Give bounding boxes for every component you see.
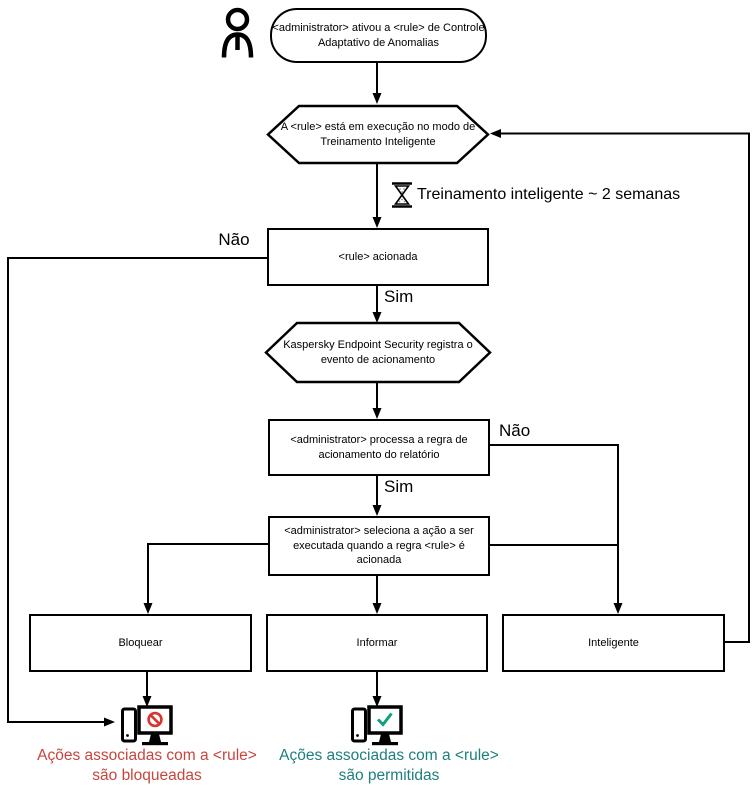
computer-blocked-icon	[121, 705, 173, 746]
arrowhead	[372, 696, 382, 707]
tower-power-dot	[356, 734, 359, 737]
arrowhead	[143, 603, 153, 614]
node-action-block: Bloquear	[29, 614, 252, 672]
arrowhead	[372, 217, 382, 228]
arrowhead	[613, 603, 623, 614]
result-allowed-line2: são permitidas	[338, 767, 440, 784]
selects-action-line1: <administrator> seleciona a ação a ser	[284, 525, 474, 538]
arrowhead	[104, 717, 115, 727]
result-blocked-line2: são bloqueadas	[92, 767, 202, 784]
hexagon-training-mode	[266, 104, 490, 165]
computer-allowed-icon	[351, 705, 403, 746]
prohibition-icon	[147, 711, 163, 728]
arrowhead	[372, 603, 382, 614]
node-start-line1: <administrator> ativou a <rule> de Contr…	[272, 21, 485, 34]
node-action-smart: Inteligente	[502, 614, 725, 672]
action-smart-label: Inteligente	[588, 636, 639, 649]
result-allowed-text: Ações associadas com a <rule> são permit…	[270, 746, 508, 786]
arrowhead	[372, 505, 382, 516]
edge-triggered-no	[7, 257, 267, 723]
check-icon	[376, 712, 393, 727]
training-mode-line1: A <rule> está em execução no modo de	[280, 120, 476, 133]
rule-triggered-label: <rule> acionada	[338, 250, 418, 263]
person-body	[221, 32, 254, 58]
processes-rule-line2: acionamento do relatório	[318, 448, 440, 461]
monitor-base	[142, 742, 168, 746]
arrowhead	[372, 312, 382, 323]
monitor-stand	[149, 734, 161, 742]
arrowheads	[104, 93, 623, 727]
processes-rule-line1: <administrator> processa a regra de	[290, 433, 468, 446]
node-selects-action: <administrator> seleciona a ação a ser e…	[268, 516, 490, 576]
label-yes-processes: Sim	[384, 477, 414, 496]
result-blocked-line1: Ações associadas com a <rule>	[37, 747, 257, 764]
selects-action-line2: executada quando a regra <rule> é	[293, 539, 465, 552]
edge-selects-to-block	[147, 543, 268, 605]
edge-smart-feedback	[499, 132, 750, 643]
registers-event-line1: Kaspersky Endpoint Security registra o	[283, 338, 473, 351]
node-start: <administrator> ativou a <rule> de Contr…	[270, 8, 487, 63]
label-yes-rule-triggered: Sim	[384, 287, 414, 306]
label-no-rule-triggered: Não	[218, 230, 250, 249]
node-action-inform: Informar	[266, 614, 488, 672]
person-head	[225, 7, 250, 32]
result-blocked-text: Ações associadas com a <rule> são bloque…	[28, 746, 266, 786]
action-block-label: Bloquear	[118, 636, 163, 649]
action-inform-label: Informar	[356, 636, 398, 649]
label-no-processes: Não	[499, 421, 531, 440]
node-registers-event: Kaspersky Endpoint Security registra o e…	[277, 323, 479, 382]
computer-tower	[121, 707, 137, 743]
arrowhead	[372, 93, 382, 104]
arrowhead	[142, 696, 152, 707]
computer-monitor	[137, 705, 173, 735]
arrowhead	[490, 129, 501, 138]
arrowhead	[372, 408, 382, 419]
hourglass-sand	[398, 188, 406, 203]
node-processes-rule: <administrator> processa a regra de acio…	[268, 419, 490, 476]
tower-power-dot	[126, 734, 129, 737]
selects-action-line3: acionada	[356, 554, 402, 567]
registers-event-line2: evento de acionamento	[320, 353, 436, 366]
label-training-duration: Treinamento inteligente ~ 2 semanas	[417, 186, 681, 203]
node-start-line2: Adaptativo de Anomalias	[317, 36, 440, 49]
computer-tower	[351, 707, 367, 743]
edge-processes-no	[489, 444, 619, 605]
hexagon-registers-event	[264, 321, 492, 384]
hourglass-icon	[392, 182, 412, 208]
monitor-stand	[379, 734, 391, 742]
node-rule-triggered: <rule> acionada	[267, 228, 489, 286]
result-allowed-line1: Ações associadas com a <rule>	[279, 747, 499, 764]
node-training-mode: A <rule> está em execução no modo de Tre…	[278, 106, 478, 163]
person-icon	[221, 7, 254, 58]
training-mode-line2: Treinamento Inteligente	[320, 135, 436, 148]
monitor-base	[372, 742, 398, 746]
